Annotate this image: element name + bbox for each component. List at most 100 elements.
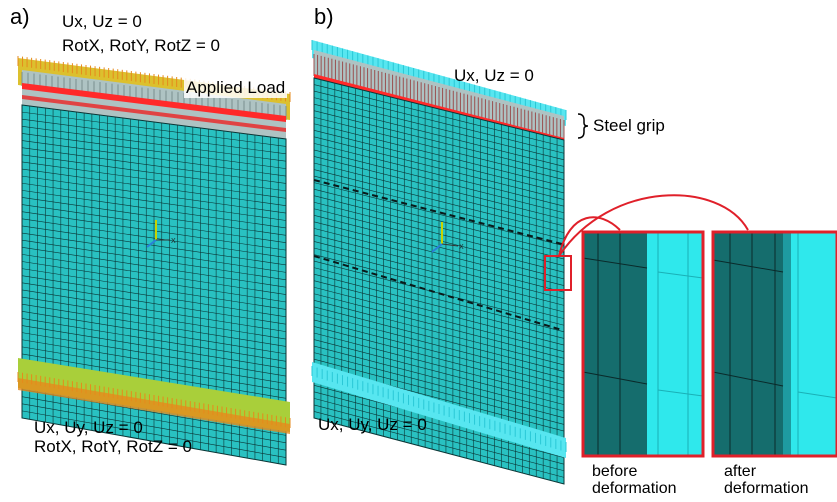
mesh-line [313, 241, 565, 306]
mesh-line [313, 136, 565, 200]
mesh-line [313, 228, 565, 293]
mesh-line [21, 225, 287, 266]
mesh-line [313, 332, 565, 399]
mesh-line [21, 239, 287, 281]
panel-a-load-band-2 [22, 95, 286, 132]
mesh-line [313, 221, 565, 286]
mesh-line [313, 398, 565, 465]
mesh-line [313, 162, 565, 227]
mesh-line [313, 293, 565, 359]
mesh-line [21, 339, 287, 384]
panel-b-model: X [311, 40, 589, 485]
panel-a-load-band [22, 83, 286, 122]
mesh-line [21, 261, 287, 303]
mesh-line [313, 411, 565, 478]
mesh-line [21, 154, 287, 192]
mesh-line [313, 149, 565, 214]
panel-a-top-bc-line1: Ux, Uz = 0 [62, 12, 142, 31]
mesh-line [313, 326, 565, 392]
mesh-line [313, 391, 565, 458]
panel-b-dashed-line-lower [313, 255, 563, 331]
mesh-line [21, 133, 287, 169]
mesh-line [313, 234, 565, 300]
mesh-line [313, 182, 565, 247]
detail-source-box [544, 255, 572, 291]
mesh-line [21, 332, 287, 377]
panel-b-grip-label: Steel grip [593, 116, 665, 135]
detail-after [711, 230, 837, 458]
mesh-line [313, 123, 565, 187]
mesh-line [21, 168, 287, 206]
mesh-line [21, 204, 287, 244]
mesh-line [313, 254, 565, 319]
mesh-line [313, 267, 565, 333]
panel-a-load-label: Applied Load [184, 78, 288, 98]
mesh-line [21, 303, 287, 347]
mesh-line [313, 130, 565, 194]
mesh-line [313, 286, 565, 352]
panel-a-coordinate-triad-icon: X [146, 220, 176, 248]
mesh-line [21, 161, 287, 199]
mesh-line [21, 232, 287, 273]
panel-a-triad-x-label: X [171, 238, 176, 245]
mesh-line [21, 268, 287, 310]
mesh-line [21, 396, 287, 444]
panel-b-letter: b) [314, 4, 334, 29]
mesh-line [21, 218, 287, 258]
mesh-line [21, 197, 287, 236]
mesh-line [21, 246, 287, 288]
panel-a-bottom-bc-line2: RotX, RotY, RotZ = 0 [34, 437, 192, 456]
mesh-line [21, 254, 287, 295]
callout-connector-after [558, 194, 749, 257]
mesh-line [21, 325, 287, 369]
mesh-line [313, 345, 565, 412]
mesh-line [21, 140, 287, 177]
mesh-line [313, 306, 565, 372]
steel-grip-brace [577, 113, 589, 139]
mesh-line [21, 182, 287, 221]
panel-b-triad-x-label: X [459, 244, 464, 251]
panel-b-bottom-arrows [311, 366, 567, 452]
mesh-line [21, 346, 287, 392]
mesh-line [21, 126, 287, 162]
mesh-line [313, 352, 565, 419]
mesh-line [313, 103, 565, 167]
callout-connector-before [558, 216, 621, 257]
detail-callout [544, 194, 749, 291]
mesh-line [21, 282, 287, 325]
mesh-line [313, 84, 565, 147]
detail-after-caption-line1: after [724, 463, 757, 480]
panel-b-coordinate-triad-icon: X [431, 222, 464, 253]
panel-b-bottom-bc: Ux, Uy, Uz = 0 [318, 415, 427, 434]
mesh-line [21, 353, 287, 399]
mesh-line [21, 111, 287, 147]
mesh-line [21, 296, 287, 340]
mesh-line [313, 358, 565, 425]
mesh-line [21, 410, 287, 458]
mesh-line [21, 310, 287, 355]
detail-after-frame [711, 230, 837, 458]
panel-b-mesh-grid [313, 79, 565, 483]
mesh-line [21, 175, 287, 214]
detail-before-caption-line2: deformation [592, 480, 677, 497]
panel-b-dashed-line-upper [313, 179, 563, 245]
mesh-line [313, 208, 565, 273]
detail-after-caption-line2: deformation [724, 480, 809, 497]
panel-a-bottom-arrows [17, 372, 291, 428]
mesh-line [313, 195, 565, 260]
mesh-line [21, 147, 287, 184]
mesh-line [313, 143, 565, 207]
panel-a-bottom-bc-line1: Ux, Uy, Uz = 0 [34, 418, 143, 437]
mesh-line [313, 273, 565, 339]
mesh-line [313, 339, 565, 405]
mesh-line [313, 116, 565, 180]
mesh-line [313, 313, 565, 379]
mesh-line [313, 247, 565, 313]
detail-before-caption-line1: before [592, 463, 638, 480]
panel-a-top-bc-line2: RotX, RotY, RotZ = 0 [62, 36, 220, 55]
mesh-line [21, 211, 287, 251]
mesh-line [313, 110, 565, 174]
mesh-line [313, 156, 565, 220]
mesh-line [21, 318, 287, 362]
